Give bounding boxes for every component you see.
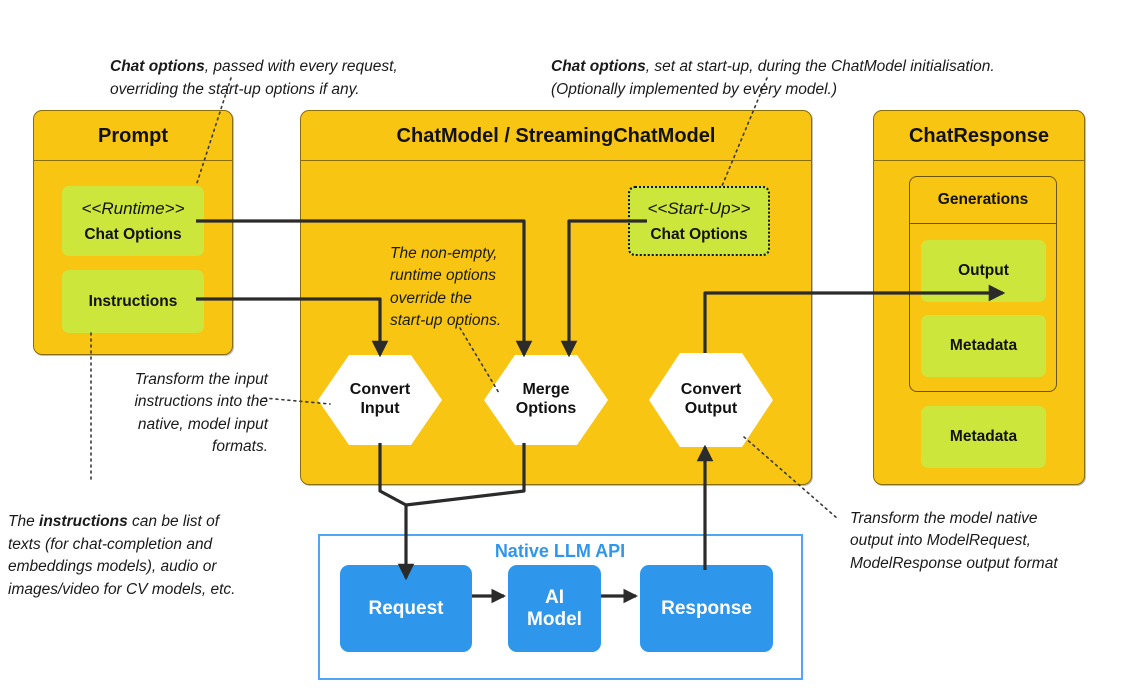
chip-instructions[interactable]: Instructions bbox=[62, 270, 204, 333]
annotation-runtime-options: Chat options, passed with every request,… bbox=[110, 34, 550, 101]
chip-generation-output-label: Output bbox=[958, 262, 1009, 279]
node-request[interactable]: Request bbox=[340, 565, 472, 652]
hexagon-convert-input-line1: Convert bbox=[349, 381, 411, 399]
chip-runtime-label: Chat Options bbox=[84, 225, 182, 243]
chatmodel-box-title: ChatModel / StreamingChatModel bbox=[301, 111, 811, 161]
chip-startup-label: Chat Options bbox=[650, 225, 748, 243]
node-ai-model-line2: Model bbox=[527, 608, 582, 630]
hexagon-convert-output[interactable]: Convert Output bbox=[649, 353, 773, 447]
annotation-startup-options-lead: Chat options bbox=[551, 58, 646, 76]
chip-generation-output[interactable]: Output bbox=[921, 240, 1046, 302]
hexagon-convert-output-line1: Convert bbox=[680, 381, 742, 399]
prompt-box-title: Prompt bbox=[34, 111, 232, 161]
node-response-line1: Response bbox=[661, 597, 752, 619]
generations-box-title: Generations bbox=[910, 177, 1056, 224]
chip-instructions-label: Instructions bbox=[88, 292, 178, 310]
chip-runtime-stereotype: <<Runtime>> bbox=[81, 198, 185, 218]
node-ai-model[interactable]: AI Model bbox=[508, 565, 601, 652]
native-llm-api-title: Native LLM API bbox=[494, 541, 626, 561]
hexagon-merge-options-line2: Options bbox=[515, 400, 577, 417]
annotation-runtime-options-lead: Chat options bbox=[110, 58, 205, 76]
chip-generation-metadata[interactable]: Metadata bbox=[921, 315, 1046, 377]
hexagon-merge-options-line1: Merge bbox=[522, 381, 570, 399]
chip-generation-metadata-label: Metadata bbox=[949, 337, 1018, 354]
node-response[interactable]: Response bbox=[640, 565, 773, 652]
annotation-instructions-rest: can be list of texts (for chat-completio… bbox=[8, 513, 236, 598]
annotation-instructions-note: The instructions can be list of texts (f… bbox=[8, 489, 308, 601]
chip-runtime-chat-options[interactable]: <<Runtime>> Chat Options bbox=[62, 186, 204, 256]
chip-response-metadata-label: Metadata bbox=[949, 428, 1018, 445]
chatresponse-box-title: ChatResponse bbox=[874, 111, 1084, 161]
annotation-convert-output-note: Transform the model native output into M… bbox=[850, 510, 1058, 572]
chip-response-metadata[interactable]: Metadata bbox=[921, 406, 1046, 468]
generations-box[interactable]: Generations bbox=[909, 176, 1057, 392]
hexagon-convert-output-line2: Output bbox=[684, 400, 738, 417]
chip-startup-stereotype: <<Start-Up>> bbox=[647, 198, 751, 218]
node-request-line1: Request bbox=[368, 597, 444, 619]
annotation-runtime-options-rest: , passed with every request, overriding … bbox=[110, 58, 398, 98]
annotation-instructions-lead: instructions bbox=[39, 513, 128, 531]
annotation-convert-input-note: Transform the input instructions into th… bbox=[134, 371, 268, 456]
annotation-startup-options: Chat options, set at start-up, during th… bbox=[551, 34, 1051, 101]
annotation-instructions-pre: The bbox=[8, 513, 40, 531]
annotation-merge-note: The non-empty, runtime options override … bbox=[390, 245, 502, 330]
hexagon-convert-input-line2: Input bbox=[360, 400, 400, 417]
node-ai-model-line1: AI bbox=[544, 586, 564, 608]
chip-startup-chat-options[interactable]: <<Start-Up>> Chat Options bbox=[628, 186, 770, 256]
